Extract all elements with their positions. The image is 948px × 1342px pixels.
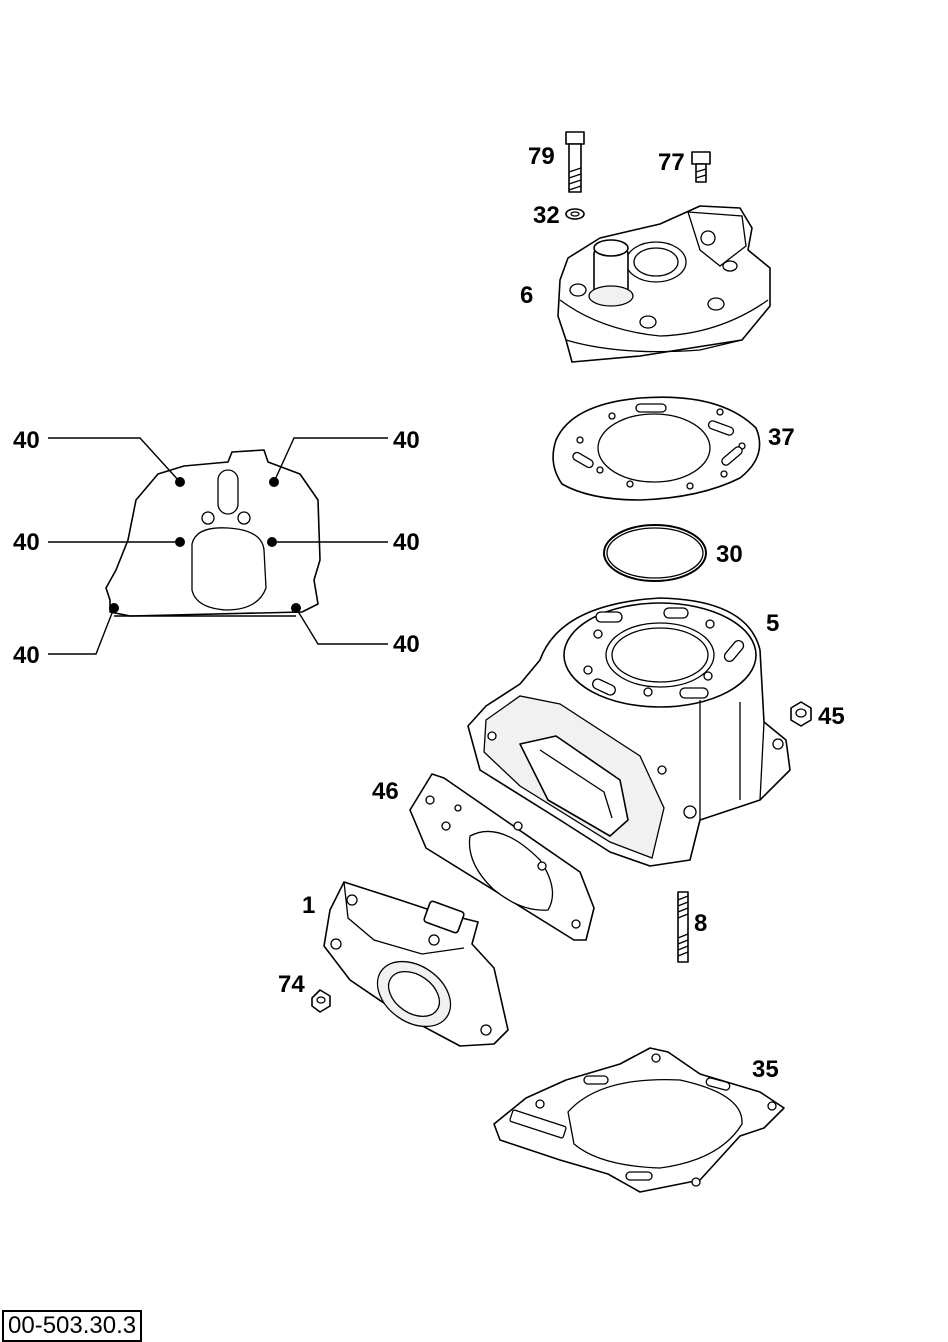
callout-79: 79 <box>528 143 555 170</box>
callout-8: 8 <box>694 910 707 937</box>
cylinder-5 <box>467 597 791 867</box>
callout-6: 6 <box>520 282 533 309</box>
nut-45 <box>790 701 812 727</box>
callout-45: 45 <box>818 703 845 730</box>
reed-gasket-46 <box>409 773 595 941</box>
callout-30: 30 <box>716 541 743 568</box>
callout-77: 77 <box>658 149 685 176</box>
gasket-detail-view <box>48 437 388 655</box>
head-gasket-37 <box>552 396 761 501</box>
callout-40: 40 <box>13 529 40 556</box>
callout-40: 40 <box>393 631 420 658</box>
o-ring-30 <box>603 524 707 582</box>
stud-8 <box>677 891 689 963</box>
nut-74 <box>311 989 331 1013</box>
intake-flange-1 <box>323 881 509 1047</box>
callout-1: 1 <box>302 892 315 919</box>
callout-40: 40 <box>13 427 40 454</box>
bolt-79 <box>565 131 585 193</box>
base-gasket-35 <box>493 1047 785 1193</box>
document-code-label: 00-503.30.3 <box>2 1310 143 1342</box>
callout-46: 46 <box>372 778 399 805</box>
callout-32: 32 <box>533 202 560 229</box>
callout-74: 74 <box>278 971 305 998</box>
callout-40: 40 <box>393 529 420 556</box>
washer-32 <box>565 208 585 220</box>
callout-5: 5 <box>766 610 779 637</box>
screw-77 <box>691 151 711 183</box>
callout-37: 37 <box>768 424 795 451</box>
callout-40: 40 <box>13 642 40 669</box>
callout-40: 40 <box>393 427 420 454</box>
cylinder-head-6 <box>557 205 771 363</box>
callout-35: 35 <box>752 1056 779 1083</box>
